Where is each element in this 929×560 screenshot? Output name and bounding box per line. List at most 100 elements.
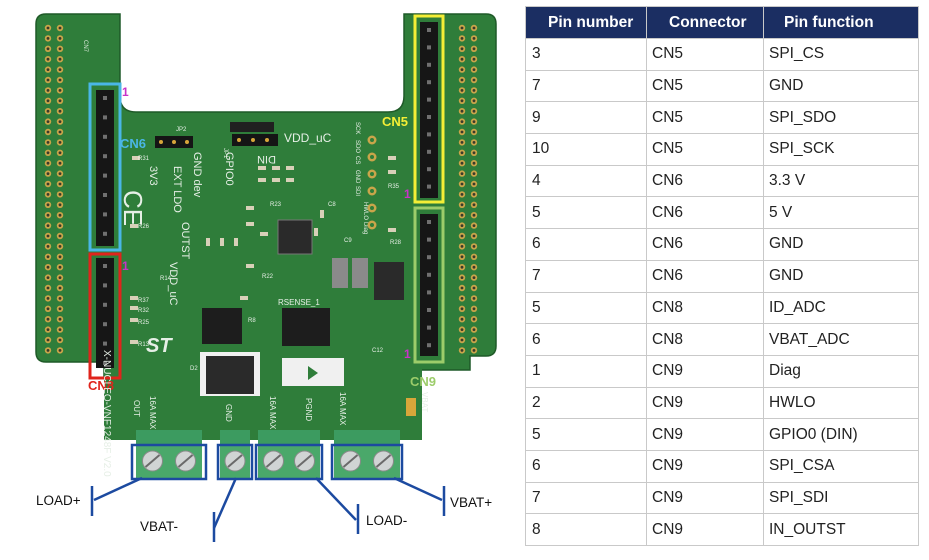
spi-pin-label: SDO (354, 140, 360, 153)
pin-number-cell: 6 (525, 323, 647, 356)
silk-outst: OUTST (179, 222, 191, 260)
terminal-pointer-lines (90, 476, 446, 542)
spi-pin-label: Diag (362, 222, 368, 234)
pin-function-cell: Diag (763, 354, 919, 388)
silk-jp2: JP2 (176, 127, 187, 133)
silk-gnd-dev: GND dev (191, 152, 203, 198)
silk-jp1: JP1 (222, 148, 228, 159)
vnf-ic (206, 356, 254, 394)
pin-function-cell: 3.3 V (763, 164, 919, 198)
cn9-label: CN9 (410, 374, 436, 389)
label-vbat-minus: VBAT- (140, 519, 178, 534)
fuse-f1 (406, 398, 416, 416)
connector-cell: CN9 (646, 386, 764, 420)
cn10-header-pins (458, 24, 478, 354)
spi-pin-label: SCK (354, 122, 360, 134)
header-connector: Connector (646, 6, 764, 39)
load-minus-terminal-box (254, 443, 324, 481)
pin-number-cell: 6 (525, 228, 647, 261)
silk-r31: R31 (138, 156, 150, 162)
connector-cell: CN9 (646, 354, 764, 388)
silk-rsense: RSENSE_1 (278, 298, 320, 307)
pin-function-cell: HWLO (763, 386, 919, 420)
pin-function-cell: GND (763, 228, 919, 261)
cn6-label: CN6 (120, 136, 146, 151)
smd-components (130, 156, 396, 344)
cn6-pin1-marker: 1 (122, 85, 129, 99)
silk-r28: R28 (390, 240, 402, 246)
cn5-highlight-box (413, 14, 445, 204)
pin-function-cell: 5 V (763, 196, 919, 230)
pin-number-cell: 3 (525, 38, 647, 71)
cn8-header (96, 258, 114, 368)
connector-cell: CN5 (646, 38, 764, 71)
connector-cell: CN5 (646, 101, 764, 135)
ic-u1 (277, 219, 313, 255)
silk-16a-max-3: 16A MAX (338, 392, 347, 426)
pin-number-cell: 9 (525, 101, 647, 135)
cn8-highlight-box (88, 252, 122, 380)
inductor-l1 (374, 262, 404, 300)
silk-r23: R23 (270, 202, 282, 208)
cn8-pin1-marker: 1 (122, 259, 129, 273)
pin-function-cell: SPI_CS (763, 38, 919, 71)
silk-c9: C9 (344, 238, 352, 244)
pin-function-cell: ID_ADC (763, 291, 919, 325)
pin-number-cell: 5 (525, 291, 647, 325)
silk-r8: R8 (248, 318, 256, 324)
silk-d2: D2 (190, 366, 198, 372)
connector-cell: CN9 (646, 513, 764, 546)
cn5-header (420, 22, 438, 198)
silk-out: OUT (132, 400, 141, 417)
silk-r25: R25 (138, 320, 150, 326)
ce-mark: CE (118, 190, 148, 226)
board-figure: CN6 CN5 CN8 CN9 CN7 CN10 1 1 1 1 JP2 JP1… (35, 13, 497, 542)
connector-cell: CN9 (646, 449, 764, 483)
silk-gpio0: GPIO0 (223, 152, 235, 186)
connector-cell: CN9 (646, 481, 764, 515)
cap-big-1 (332, 258, 348, 288)
pin-function-cell: SPI_SDI (763, 481, 919, 515)
silk-r32: R32 (138, 308, 150, 314)
pin-number-cell: 4 (525, 164, 647, 198)
pin-number-cell: 10 (525, 133, 647, 166)
header-pin-number: Pin number (525, 6, 647, 39)
pcb-lower-body (104, 360, 422, 440)
silk-r14: R14 (160, 276, 172, 282)
pin-number-cell: 7 (525, 69, 647, 103)
connector-cell: CN6 (646, 228, 764, 261)
silk-16a-max-1: 16A MAX (148, 396, 157, 430)
cn9-header (420, 214, 438, 356)
pin-number-cell: 5 (525, 196, 647, 230)
diode-symbol (308, 366, 318, 380)
pin-number-cell: 2 (525, 386, 647, 420)
pin-function-cell: GND (763, 69, 919, 103)
silk-r22: R22 (262, 274, 274, 280)
cn7-header-pins (44, 24, 64, 354)
pin-function-cell: SPI_CSA (763, 449, 919, 483)
silk-product: X-NUCLEO-VNF1248F V2.0 (101, 350, 112, 477)
pin-function-cell: GPIO0 (DIN) (763, 418, 919, 451)
silk-c8: C8 (328, 202, 336, 208)
silk-r26: R26 (138, 224, 150, 230)
st-logo: ST (146, 335, 173, 357)
silk-r35: R35 (388, 184, 400, 190)
cn6-highlight-box (88, 82, 122, 252)
vbat-plus-terminal-box (330, 443, 404, 481)
pin-number-cell: 1 (525, 354, 647, 388)
ic-mosfet (202, 308, 242, 344)
connector-cell: CN8 (646, 323, 764, 356)
